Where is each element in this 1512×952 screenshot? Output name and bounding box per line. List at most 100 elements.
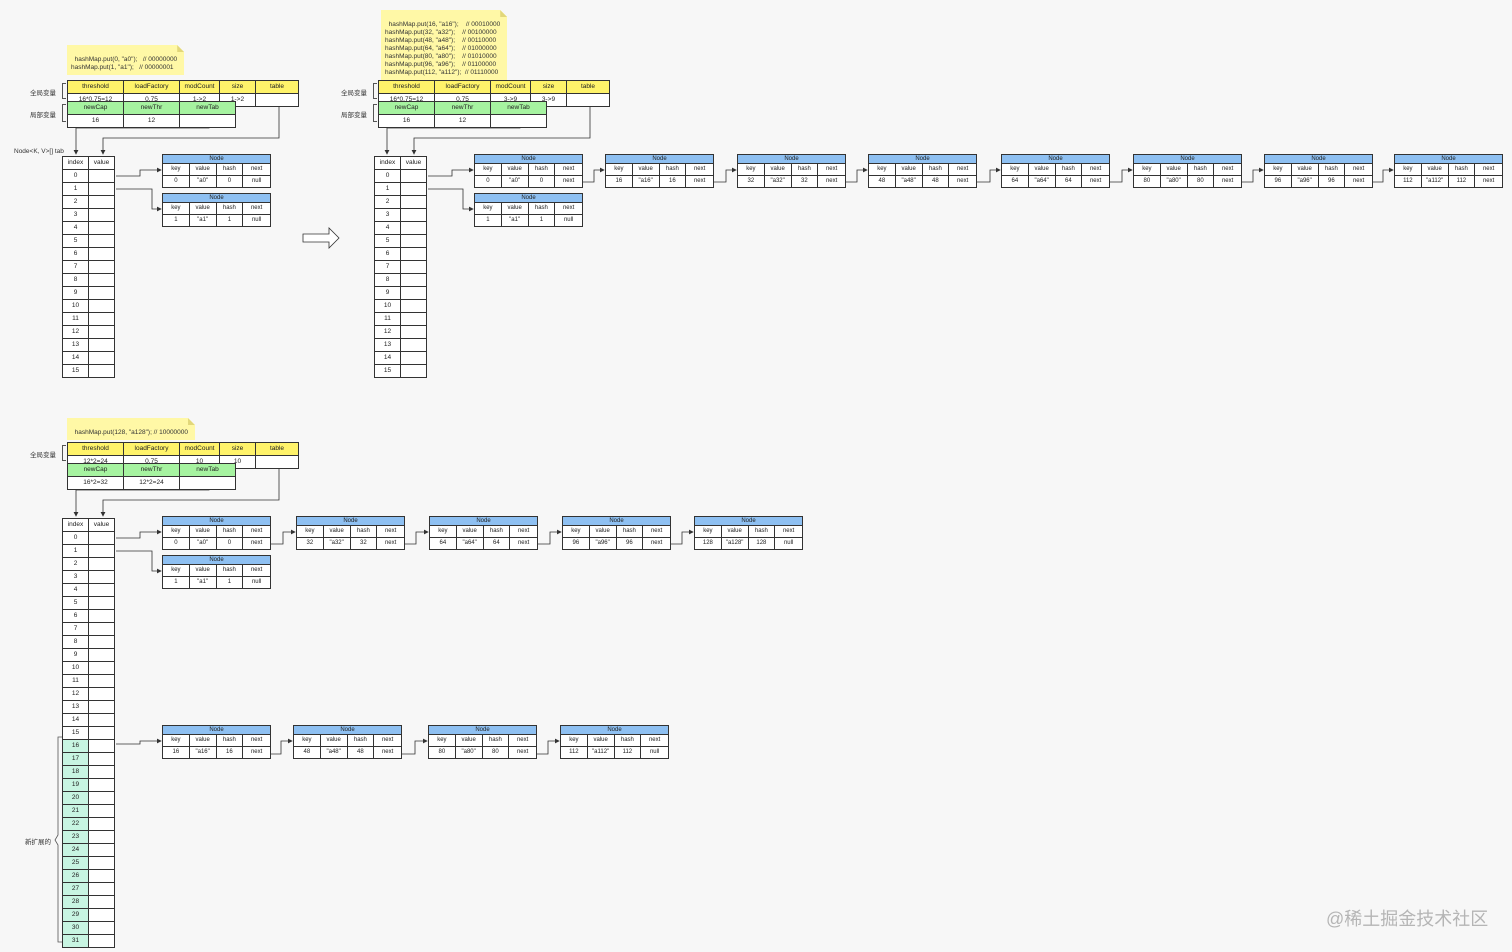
array-value-cell — [401, 248, 427, 261]
array-index-cell: 7 — [63, 261, 89, 274]
array-index-header: index — [63, 157, 89, 170]
node-title: Node — [1002, 155, 1109, 164]
expanded-label: 新扩展的 — [25, 839, 51, 846]
node-title: Node — [1395, 155, 1502, 164]
array-value-cell — [89, 792, 115, 805]
array-value-cell — [89, 688, 115, 701]
array-value-cell — [89, 740, 115, 753]
array-index-cell: 29 — [63, 909, 89, 922]
array-value-cell — [89, 870, 115, 883]
array-value-cell — [89, 209, 115, 222]
array-index-cell: 1 — [63, 545, 89, 558]
code-note-2: hashMap.put(16, "a16"); // 00010000 hash… — [381, 10, 507, 80]
array-value-cell — [89, 636, 115, 649]
array-value-cell — [401, 235, 427, 248]
array-value-cell — [401, 261, 427, 274]
global-brace — [62, 445, 66, 461]
local-value — [180, 115, 236, 128]
array-index-cell: 14 — [63, 352, 89, 365]
array-value-cell — [89, 365, 115, 378]
array-value-cell — [89, 235, 115, 248]
array-value-cell — [89, 352, 115, 365]
local-vars-table-3: newCap newThr newTab 16*2=32 12*2=24 — [67, 463, 236, 490]
array-index-cell: 13 — [63, 701, 89, 714]
array-value-cell — [89, 532, 115, 545]
array-value-header: value — [89, 519, 115, 532]
global-vars-table-2: threshold loadFactory modCount size tabl… — [378, 80, 610, 107]
array-index-cell: 5 — [375, 235, 401, 248]
node-title: Node — [869, 155, 976, 164]
array-index-cell: 10 — [375, 300, 401, 313]
local-header: newThr — [124, 102, 180, 115]
array-value-cell — [401, 352, 427, 365]
global-header: threshold — [68, 81, 124, 94]
array-index-cell: 0 — [63, 170, 89, 183]
node-title: Node — [163, 194, 270, 203]
array-index-cell: 20 — [63, 792, 89, 805]
array-index-cell: 9 — [63, 287, 89, 300]
array-value-cell — [89, 326, 115, 339]
array-value-cell — [89, 844, 115, 857]
array-index-cell: 7 — [63, 623, 89, 636]
array-value-cell — [89, 170, 115, 183]
array-value-cell — [89, 779, 115, 792]
array-index-cell: 21 — [63, 805, 89, 818]
tab-label: Node<K, V>[] tab — [14, 148, 64, 155]
array-value-cell — [89, 339, 115, 352]
array-value-cell — [89, 675, 115, 688]
array-index-cell: 6 — [63, 610, 89, 623]
global-header: size — [220, 81, 256, 94]
global-var-label: 全局变量 — [30, 452, 56, 459]
transition-arrow-icon — [302, 227, 340, 249]
array-index-cell: 12 — [63, 688, 89, 701]
array-index-cell: 8 — [375, 274, 401, 287]
array-value-cell — [89, 558, 115, 571]
array-index-cell: 3 — [375, 209, 401, 222]
local-brace — [62, 104, 66, 122]
array-index-cell: 7 — [375, 261, 401, 274]
node-title: Node — [430, 517, 537, 526]
array-value-cell — [89, 753, 115, 766]
array-value-cell — [89, 196, 115, 209]
array-value-cell — [401, 183, 427, 196]
global-var-label: 全局变量 — [341, 90, 367, 97]
array-value-cell — [89, 222, 115, 235]
global-brace — [373, 83, 377, 99]
pointer-table-line — [100, 101, 280, 155]
node-title: Node — [561, 726, 668, 735]
code-note-1: hashMap.put(0, "a0"); // 00000000 hashMa… — [67, 45, 184, 75]
node-title: Node — [738, 155, 845, 164]
array-value-cell — [89, 183, 115, 196]
array-value-cell — [89, 287, 115, 300]
array-index-cell: 1 — [375, 183, 401, 196]
array-index-cell: 15 — [63, 727, 89, 740]
array-index-cell: 25 — [63, 857, 89, 870]
array-value-cell — [89, 261, 115, 274]
array-value-cell — [89, 300, 115, 313]
array-value-cell — [89, 274, 115, 287]
array-index-cell: 12 — [63, 326, 89, 339]
array-index-cell: 10 — [63, 300, 89, 313]
node-title: Node — [563, 517, 670, 526]
array-index-cell: 31 — [63, 935, 89, 948]
array-index-cell: 11 — [375, 313, 401, 326]
array-index-header: index — [63, 519, 89, 532]
array-index-cell: 15 — [63, 365, 89, 378]
array-index-cell: 19 — [63, 779, 89, 792]
array-index-cell: 14 — [375, 352, 401, 365]
local-value: 16 — [68, 115, 124, 128]
array-index-cell: 6 — [63, 248, 89, 261]
array-value-cell — [401, 222, 427, 235]
